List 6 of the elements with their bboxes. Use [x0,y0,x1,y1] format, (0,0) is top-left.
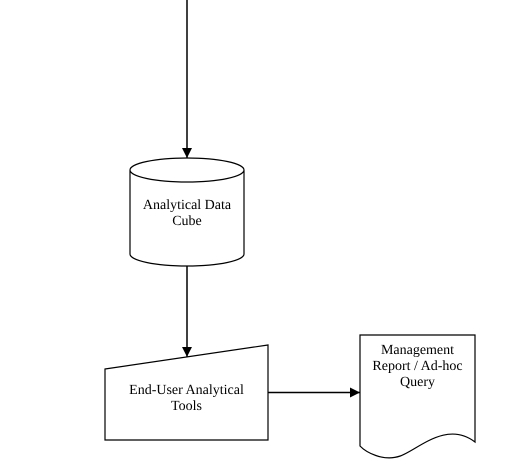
node-label: Management Report / Ad-hoc Query [371,343,464,391]
arrow [182,0,192,158]
arrow [268,388,360,398]
arrow [182,266,192,357]
node-label: Analytical Data Cube [142,198,232,230]
node-label: End-User Analytical Tools [128,383,245,415]
